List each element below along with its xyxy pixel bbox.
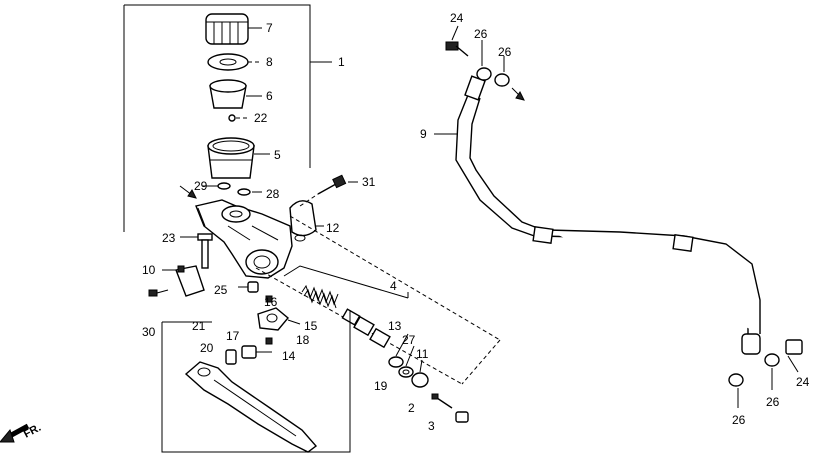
brake-hose [434,75,761,355]
label-part-27: 27 [402,333,416,347]
piston-cup [388,356,404,368]
label-part-24-bottom: 24 [796,375,810,389]
label-part-26-top-b: 26 [498,45,512,59]
label-part-1: 1 [338,55,345,69]
label-part-23: 23 [162,231,176,245]
label-part-26-top-a: 26 [474,27,488,41]
switch-screw [148,289,169,297]
piston [341,308,391,349]
sealing-washer-top-b [494,56,525,101]
reservoir-plate [207,53,262,71]
banjo-bolt-bottom [785,339,803,373]
label-part-29: 29 [194,179,208,193]
bleed-cap [238,281,259,293]
piston-spring [301,284,339,309]
label-part-11: 11 [416,347,429,361]
brake-light-switch [162,265,205,297]
label-part-18: 18 [296,333,310,347]
master-cylinder-body [195,199,293,279]
packing-ring [237,188,251,196]
reservoir-leader-lines [202,185,262,193]
reservoir-group-bracket [123,4,332,232]
label-part-24-top: 24 [450,11,464,25]
piston-leader-lines [395,333,423,373]
reservoir-screw [228,114,250,122]
label-part-15: 15 [304,319,318,333]
sealing-washer-bottom-a [764,353,780,390]
label-part-14: 14 [282,349,296,363]
label-part-4: 4 [390,279,397,293]
label-part-6: 6 [266,89,273,103]
push-rod [431,393,453,409]
bore-arrow [179,185,197,199]
circlip [411,372,429,388]
label-part-26-bottom-a: 26 [766,395,780,409]
holder-clamp [289,200,324,242]
label-part-30: 30 [142,325,156,339]
sealing-washer-top-a [476,40,492,81]
pivot-bolt [180,233,213,269]
lever-pivot-collar [257,307,301,331]
label-part-16: 16 [264,295,278,309]
lever-adjuster [241,337,273,359]
label-part-3: 3 [428,419,435,433]
label-part-31: 31 [362,175,376,189]
label-part-13: 13 [388,319,402,333]
assembly-guide-lines [255,215,501,385]
sealing-washer-bottom-b [728,373,744,408]
label-part-2: 2 [408,401,415,415]
holder-bolt [299,174,358,207]
piston-set-bracket [283,265,409,299]
label-part-10: 10 [142,263,156,277]
front-direction-arrow-icon [0,423,30,443]
lever-bracket [161,310,351,453]
washer [398,366,414,378]
label-part-17: 17 [226,329,240,343]
brake-lever [184,361,318,453]
label-part-19: 19 [374,379,388,393]
label-part-8: 8 [266,55,273,69]
label-part-28: 28 [266,187,280,201]
front-marker-label: FR. [22,422,43,441]
reservoir-diaphragm [209,79,262,109]
o-ring [210,182,231,190]
label-part-5: 5 [274,148,281,162]
lever-pivot-bolt [265,295,273,303]
reservoir-body [207,137,270,179]
lever-spring-seat [225,349,237,365]
label-part-26-bottom-b: 26 [732,413,746,427]
label-part-21: 21 [192,319,206,333]
label-part-20: 20 [200,341,214,355]
label-part-22: 22 [254,111,268,125]
label-part-7: 7 [266,21,273,35]
label-part-12: 12 [326,221,340,235]
label-part-25: 25 [214,283,228,297]
reservoir-cap [205,13,262,45]
banjo-bolt-top [445,25,469,57]
label-part-9: 9 [420,127,427,141]
push-rod-boot [455,411,469,423]
